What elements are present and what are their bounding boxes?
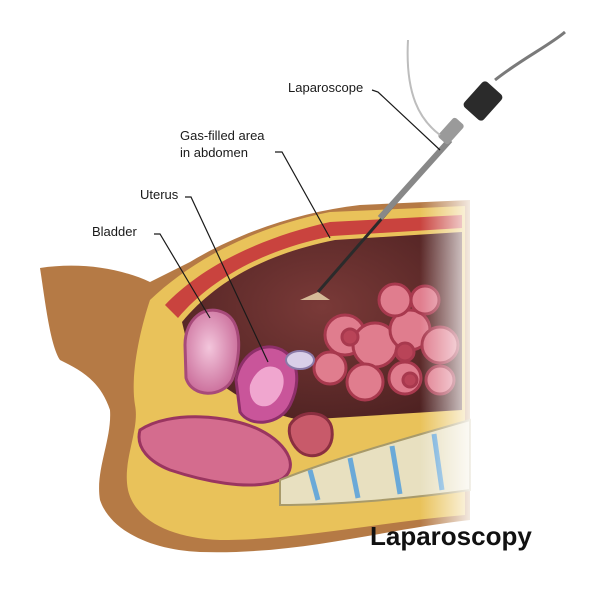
label-laparoscope: Laparoscope <box>288 80 364 95</box>
label-uterus: Uterus <box>140 187 179 202</box>
bladder <box>183 308 241 395</box>
leader-lines <box>154 89 441 363</box>
sigmoid-colon <box>287 412 334 458</box>
fade-overlay <box>420 180 480 540</box>
diagram-title: Laparoscopy <box>370 521 532 551</box>
label-in-abdomen: in abdomen <box>180 145 248 160</box>
uterus <box>234 345 315 424</box>
laparoscope-instrument <box>300 30 566 300</box>
label-bladder: Bladder <box>92 224 137 239</box>
label-gas-filled-area: Gas-filled area <box>180 128 265 143</box>
